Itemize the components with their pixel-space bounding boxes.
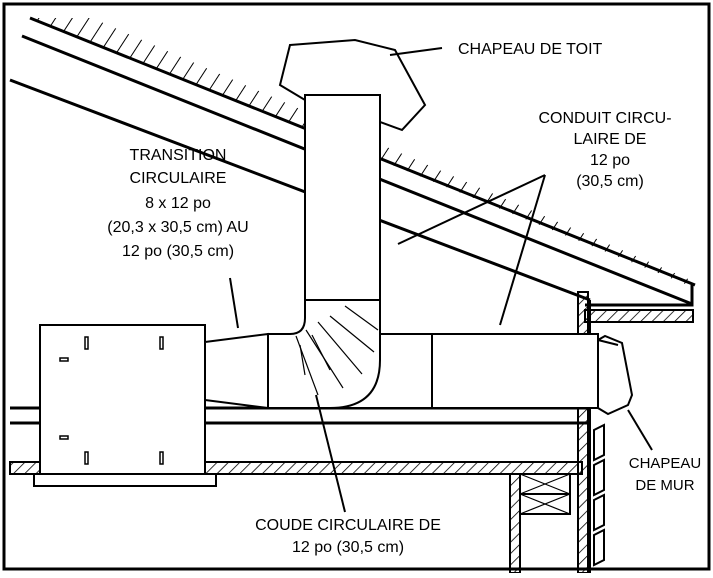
vertical-duct — [304, 94, 381, 301]
label-elbow-line2: 12 po (30,5 cm) — [292, 539, 404, 556]
label-round-duct-line3: 12 po — [590, 152, 630, 169]
label-transition-line1: TRANSITION — [130, 147, 227, 164]
label-round-duct-line1: CONDUIT CIRCU- — [538, 110, 671, 127]
label-wall-cap: CHAPEAU DE MUR — [629, 455, 702, 494]
wall-cap — [597, 334, 634, 416]
label-transition-line4: (20,3 x 30,5 cm) AU — [107, 219, 248, 236]
label-elbow-line1: COUDE CIRCULAIRE DE — [255, 517, 441, 534]
leader-lines — [229, 47, 653, 513]
label-round-duct-line4: (30,5 cm) — [576, 173, 644, 190]
roof-cap — [278, 38, 427, 132]
label-round-duct-line2: LAIRE DE — [574, 131, 647, 148]
label-elbow: COUDE CIRCULAIRE DE 12 po (30,5 cm) — [255, 517, 441, 556]
elbow-fitting — [267, 299, 381, 409]
label-transition-line5: 12 po (30,5 cm) — [122, 243, 234, 260]
label-round-duct: CONDUIT CIRCU- LAIRE DE 12 po (30,5 cm) — [538, 110, 671, 190]
fan-housing — [33, 324, 217, 487]
label-roof-cap: CHAPEAU DE TOIT — [458, 41, 603, 58]
label-transition: TRANSITION CIRCULAIRE 8 x 12 po (20,3 x … — [107, 147, 248, 260]
label-transition-line2: CIRCULAIRE — [130, 170, 227, 187]
label-transition-line3: 8 x 12 po — [145, 195, 211, 212]
label-wall-cap-line1: CHAPEAU — [629, 455, 702, 472]
label-wall-cap-line2: DE MUR — [635, 477, 694, 494]
transition-fitting — [204, 332, 269, 410]
